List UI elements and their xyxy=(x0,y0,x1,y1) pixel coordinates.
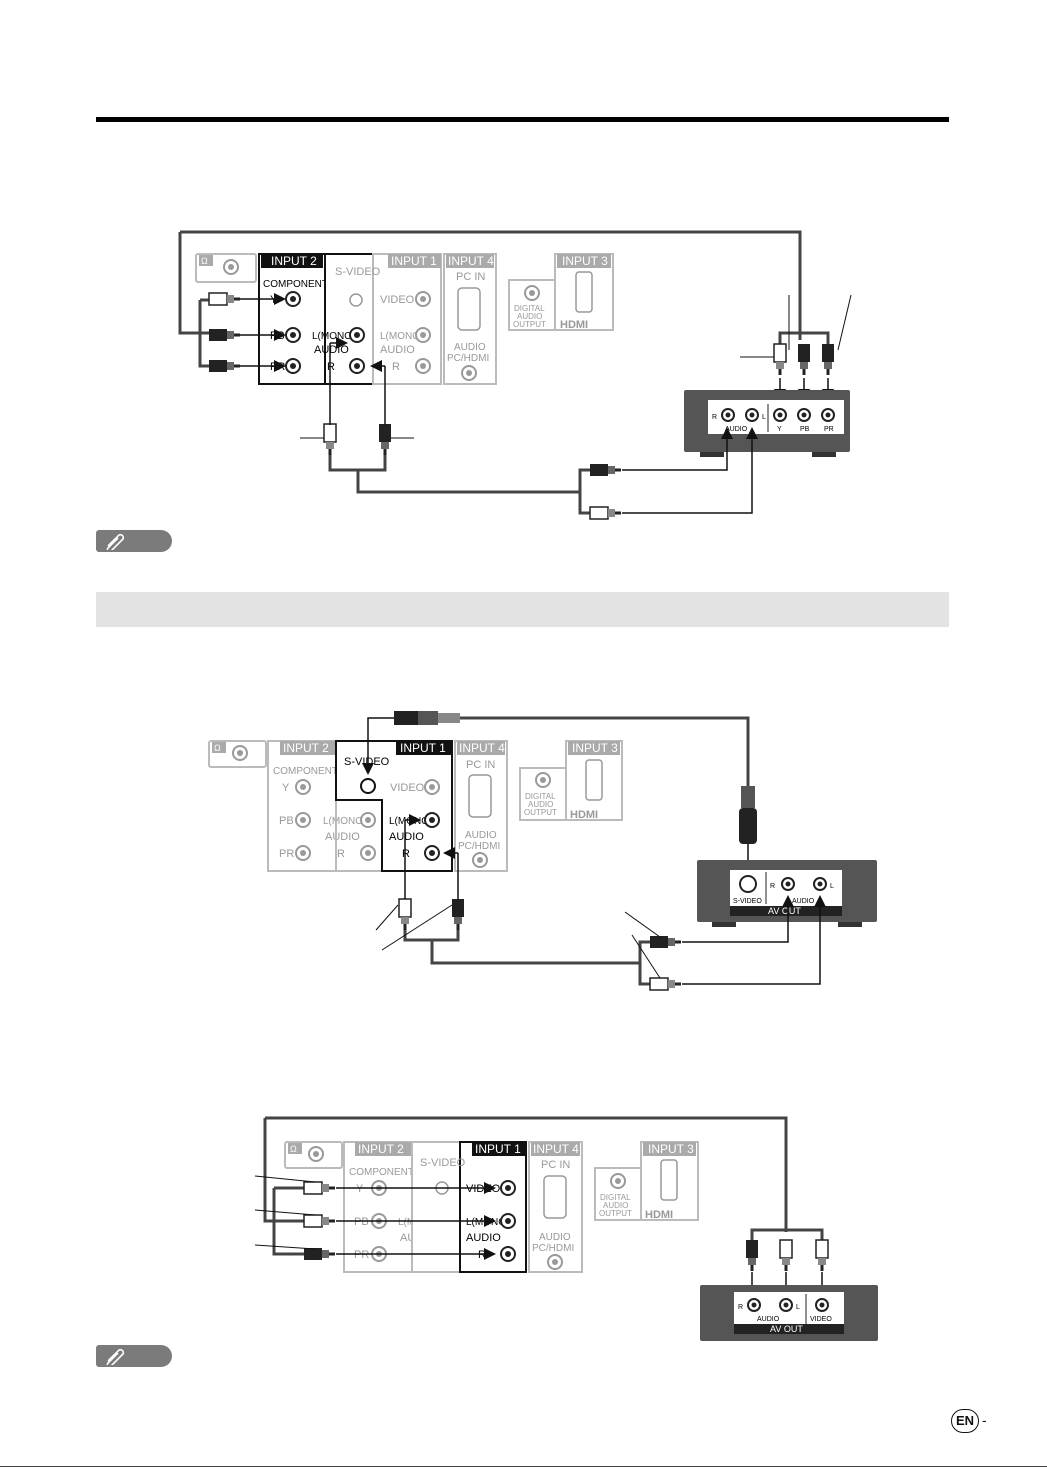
svg-text:COMPONENT: COMPONENT xyxy=(263,279,328,290)
note-badge-2 xyxy=(96,1345,172,1367)
svg-text:DIGITAL: DIGITAL xyxy=(514,304,545,313)
footer-rule xyxy=(0,1466,1047,1467)
svg-text:Y: Y xyxy=(777,426,782,433)
svg-text:PB: PB xyxy=(354,1216,369,1228)
svg-text:AUDIO: AUDIO xyxy=(539,1232,571,1243)
svg-text:Y: Y xyxy=(282,782,290,794)
svg-text:HDMI: HDMI xyxy=(645,1209,673,1221)
svg-text:AUDIO: AUDIO xyxy=(389,831,424,843)
svg-text:INPUT 2: INPUT 2 xyxy=(271,254,317,268)
svg-text:R: R xyxy=(337,848,345,860)
svg-text:INPUT 4: INPUT 4 xyxy=(533,1142,579,1156)
svg-text:L(MONO): L(MONO) xyxy=(380,331,423,342)
paperclip-icon xyxy=(106,533,125,550)
paperclip-icon xyxy=(106,1348,125,1365)
svg-text:AV OUT: AV OUT xyxy=(768,906,801,916)
svg-text:R: R xyxy=(738,1304,743,1311)
svg-text:AUDIO: AUDIO xyxy=(325,831,360,843)
svg-text:S-VIDEO: S-VIDEO xyxy=(420,1157,466,1169)
svg-text:DIGITAL: DIGITAL xyxy=(600,1193,631,1202)
svg-text:INPUT 2: INPUT 2 xyxy=(358,1142,404,1156)
svg-text:PC/HDMI: PC/HDMI xyxy=(458,841,500,852)
svg-text:PC IN: PC IN xyxy=(456,271,485,283)
svg-text:INPUT 1: INPUT 1 xyxy=(475,1142,521,1156)
svg-text:Ω: Ω xyxy=(290,1144,297,1154)
section-heading-band xyxy=(96,592,949,627)
svg-text:DIGITAL: DIGITAL xyxy=(525,792,556,801)
svg-text:AUDIO: AUDIO xyxy=(466,1232,501,1244)
svg-text:R: R xyxy=(770,883,775,890)
svg-text:HDMI: HDMI xyxy=(570,809,598,821)
svg-text:PR: PR xyxy=(824,426,834,433)
svg-text:AUDIO: AUDIO xyxy=(603,1201,628,1210)
diagram-2-svideo: Ω INPUT 2 COMPONENT Y PB PR L(MONO) AUDI… xyxy=(208,711,877,991)
svg-text:INPUT 4: INPUT 4 xyxy=(459,741,505,755)
svg-text:L(MONO): L(MONO) xyxy=(312,331,355,342)
svg-text:PC IN: PC IN xyxy=(466,759,495,771)
svg-text:PC/HDMI: PC/HDMI xyxy=(447,353,489,364)
svg-text:PB: PB xyxy=(800,426,810,433)
svg-text:L(MONO): L(MONO) xyxy=(323,816,366,827)
svg-text:VIDEO: VIDEO xyxy=(380,294,415,306)
svg-text:HDMI: HDMI xyxy=(560,319,588,331)
svg-text:Ω: Ω xyxy=(201,256,208,266)
svg-text:PR: PR xyxy=(279,848,294,860)
svg-text:COMPONENT: COMPONENT xyxy=(349,1167,414,1178)
svg-text:INPUT 1: INPUT 1 xyxy=(400,741,446,755)
page-number-dash: - xyxy=(982,1412,987,1428)
svg-text:VIDEO: VIDEO xyxy=(466,1183,501,1195)
language-badge: EN xyxy=(951,1409,979,1433)
svg-text:INPUT 3: INPUT 3 xyxy=(562,254,608,268)
svg-text:PB: PB xyxy=(270,330,285,342)
svg-text:S-VIDEO: S-VIDEO xyxy=(733,898,762,905)
svg-text:AUDIO: AUDIO xyxy=(465,830,497,841)
svg-text:PB: PB xyxy=(279,815,294,827)
svg-text:S-VIDEO: S-VIDEO xyxy=(335,266,381,278)
diagram-3-video: Ω INPUT 2 COMPONENT Y PB PR L(MONO) AUDI… xyxy=(254,1116,878,1341)
svg-text:PR: PR xyxy=(270,361,285,373)
diagram-1-component: Ω INPUT 2 COMPONENT Y PB PR L(MONO) AUDI… xyxy=(178,230,852,520)
svg-text:PC IN: PC IN xyxy=(541,1159,570,1171)
svg-text:AUDIO: AUDIO xyxy=(528,800,553,809)
svg-text:INPUT 4: INPUT 4 xyxy=(448,254,494,268)
svg-text:VIDEO: VIDEO xyxy=(390,782,425,794)
svg-text:AUDIO: AUDIO xyxy=(380,344,415,356)
svg-text:OUTPUT: OUTPUT xyxy=(599,1209,632,1218)
svg-text:VIDEO: VIDEO xyxy=(810,1316,832,1323)
svg-text:Y: Y xyxy=(270,294,278,306)
svg-text:AUDIO: AUDIO xyxy=(517,312,542,321)
svg-text:AUDIO: AUDIO xyxy=(792,898,815,905)
svg-text:PR: PR xyxy=(354,1249,369,1261)
svg-text:R: R xyxy=(327,361,335,373)
svg-text:AV OUT: AV OUT xyxy=(770,1324,803,1334)
svg-text:S-VIDEO: S-VIDEO xyxy=(344,756,390,768)
note-badge xyxy=(96,530,172,552)
svg-text:L: L xyxy=(830,883,834,890)
svg-text:R: R xyxy=(392,361,400,373)
svg-text:Y: Y xyxy=(356,1183,364,1195)
svg-text:R: R xyxy=(402,848,410,860)
svg-text:INPUT 1: INPUT 1 xyxy=(391,254,437,268)
svg-text:R: R xyxy=(712,414,717,421)
svg-text:INPUT 2: INPUT 2 xyxy=(283,741,329,755)
svg-text:L: L xyxy=(796,1304,800,1311)
svg-text:AUDIO: AUDIO xyxy=(757,1316,780,1323)
svg-text:Ω: Ω xyxy=(214,743,221,753)
svg-text:AUDIO: AUDIO xyxy=(725,426,748,433)
svg-text:AUDIO: AUDIO xyxy=(454,342,486,353)
svg-text:R: R xyxy=(478,1249,486,1261)
svg-text:COMPONENT: COMPONENT xyxy=(273,766,338,777)
svg-text:PC/HDMI: PC/HDMI xyxy=(532,1243,574,1254)
svg-text:AUDIO: AUDIO xyxy=(314,344,349,356)
header-rule xyxy=(96,117,949,122)
svg-text:INPUT 3: INPUT 3 xyxy=(572,741,618,755)
svg-text:L: L xyxy=(762,414,766,421)
svg-text:OUTPUT: OUTPUT xyxy=(524,808,557,817)
svg-text:OUTPUT: OUTPUT xyxy=(513,320,546,329)
svg-text:INPUT 3: INPUT 3 xyxy=(648,1142,694,1156)
